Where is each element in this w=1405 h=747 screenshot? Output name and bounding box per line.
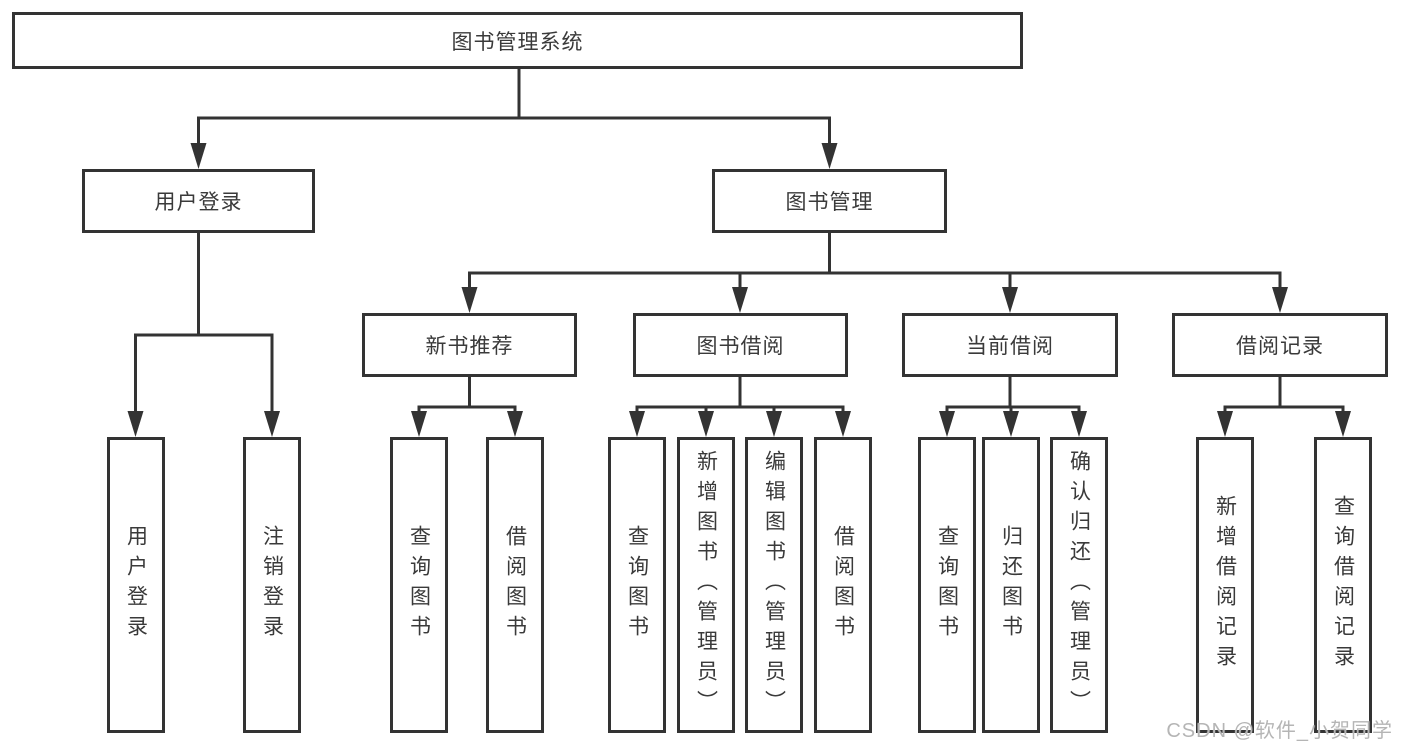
- node-current-borrowing: 当前借阅: [902, 313, 1118, 377]
- leaf-logout-label: 注销登录: [260, 525, 284, 645]
- leaf-add-books-admin-label: 新增图书（管理员）: [694, 450, 718, 720]
- watermark: CSDN @软件_小贺同学: [1166, 720, 1393, 742]
- node-new-book-recommendation-label: 新书推荐: [425, 335, 514, 358]
- node-user-login-label: 用户登录: [154, 191, 243, 214]
- leaf-query-books-current-label: 查询图书: [935, 525, 959, 645]
- node-borrowing-records: 借阅记录: [1172, 313, 1388, 377]
- node-new-book-recommendation: 新书推荐: [362, 313, 577, 377]
- leaf-query-books-borrowing: 查询图书: [608, 437, 666, 733]
- leaf-query-books-recommendation: 查询图书: [390, 437, 448, 733]
- leaf-add-borrowing-record: 新增借阅记录: [1196, 437, 1254, 733]
- leaf-borrow-books-label: 借阅图书: [831, 525, 855, 645]
- leaf-add-borrowing-record-label: 新增借阅记录: [1213, 495, 1237, 675]
- leaf-user-login: 用户登录: [107, 437, 165, 733]
- leaf-query-borrowing-record-label: 查询借阅记录: [1331, 495, 1355, 675]
- node-user-login: 用户登录: [82, 169, 315, 233]
- leaf-add-books-admin: 新增图书（管理员）: [677, 437, 735, 733]
- leaf-query-books-borrowing-label: 查询图书: [625, 525, 649, 645]
- leaf-query-books-current: 查询图书: [918, 437, 976, 733]
- node-root-system: 图书管理系统: [12, 12, 1023, 69]
- leaf-edit-books-admin: 编辑图书（管理员）: [745, 437, 803, 733]
- leaf-return-books: 归还图书: [982, 437, 1040, 733]
- node-book-management: 图书管理: [712, 169, 947, 233]
- node-borrowing-records-label: 借阅记录: [1236, 335, 1324, 358]
- node-root-system-label: 图书管理系统: [451, 30, 584, 54]
- leaf-borrow-books: 借阅图书: [814, 437, 872, 733]
- node-current-borrowing-label: 当前借阅: [966, 335, 1054, 358]
- node-book-borrowing-label: 图书借阅: [696, 335, 785, 358]
- leaf-borrow-books-recommendation: 借阅图书: [486, 437, 544, 733]
- leaf-return-books-label: 归还图书: [999, 525, 1023, 645]
- leaf-logout: 注销登录: [243, 437, 301, 733]
- leaf-query-borrowing-record: 查询借阅记录: [1314, 437, 1372, 733]
- node-book-management-label: 图书管理: [785, 191, 874, 214]
- leaf-query-books-recommendation-label: 查询图书: [407, 525, 431, 645]
- leaf-confirm-return-admin-label: 确认归还（管理员）: [1067, 450, 1091, 720]
- leaf-confirm-return-admin: 确认归还（管理员）: [1050, 437, 1108, 733]
- leaf-borrow-books-recommendation-label: 借阅图书: [503, 525, 527, 645]
- node-book-borrowing: 图书借阅: [633, 313, 848, 377]
- leaf-edit-books-admin-label: 编辑图书（管理员）: [762, 450, 786, 720]
- leaf-user-login-label: 用户登录: [124, 525, 148, 645]
